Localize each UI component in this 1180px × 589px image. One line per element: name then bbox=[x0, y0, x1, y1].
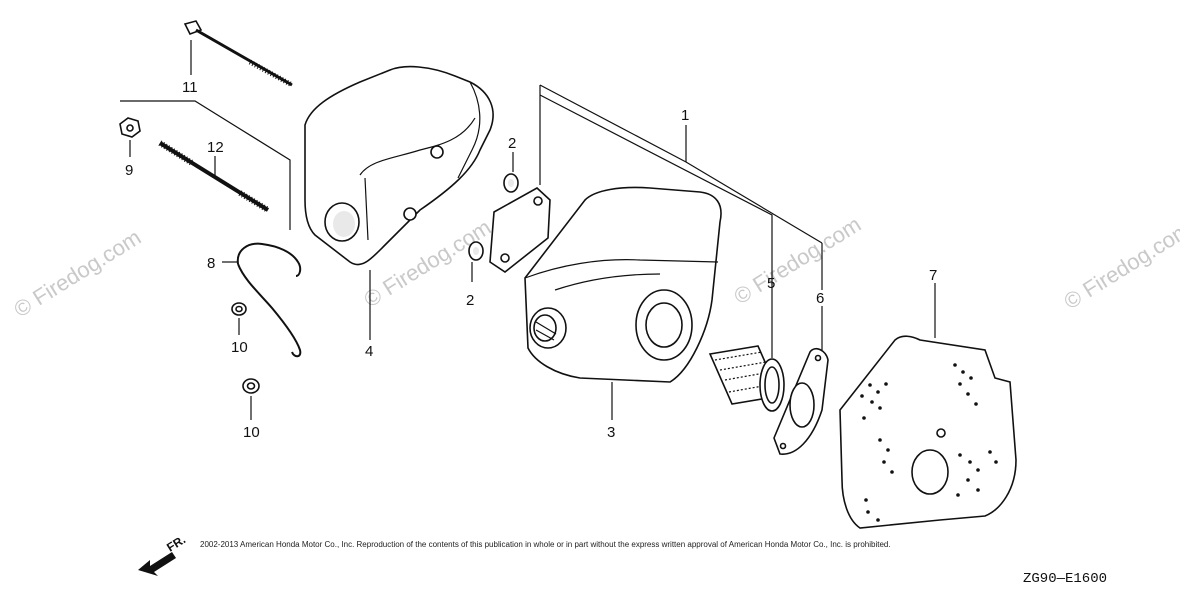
heat-shield-7 bbox=[839, 335, 1017, 529]
heat-shield-perforations bbox=[860, 363, 998, 522]
nut-9 bbox=[119, 117, 141, 138]
watermark-right: © Firedog.com bbox=[1059, 216, 1180, 314]
gasket-6 bbox=[773, 348, 829, 455]
leader-lines bbox=[129, 40, 936, 420]
direction-label: FR. bbox=[164, 532, 188, 554]
callout-12: 12 bbox=[207, 139, 224, 156]
muffler-protector-4 bbox=[304, 65, 494, 266]
front-direction-arrow: FR. bbox=[138, 532, 188, 576]
washer-2a bbox=[503, 173, 519, 193]
spark-arrester-screen-5 bbox=[708, 345, 785, 412]
plate-gasket bbox=[489, 187, 551, 273]
washer-2b bbox=[468, 241, 484, 261]
muffler-3 bbox=[524, 186, 722, 383]
diagram-code: ZG90—E1600 bbox=[1023, 571, 1107, 587]
callout-6: 6 bbox=[816, 290, 824, 307]
callout-2a: 2 bbox=[508, 135, 516, 152]
copyright-notice: 2002-2013 American Honda Motor Co., Inc.… bbox=[200, 540, 891, 549]
callout-10b: 10 bbox=[243, 424, 260, 441]
callout-5: 5 bbox=[767, 275, 775, 292]
leader-group-9-12 bbox=[120, 100, 291, 230]
callout-1: 1 bbox=[681, 107, 689, 124]
spring-clip-8 bbox=[236, 242, 302, 358]
callout-4: 4 bbox=[365, 343, 373, 360]
washer-10b bbox=[242, 378, 260, 394]
callout-10a: 10 bbox=[231, 339, 248, 356]
callout-11: 11 bbox=[182, 79, 198, 96]
watermark-mid-right: © Firedog.com bbox=[729, 211, 865, 309]
stud-12 bbox=[158, 140, 270, 213]
washer-10a bbox=[231, 302, 247, 316]
callout-3: 3 bbox=[607, 424, 615, 441]
callout-8: 8 bbox=[207, 255, 215, 272]
callout-9: 9 bbox=[125, 162, 133, 179]
callout-7: 7 bbox=[929, 267, 937, 284]
watermark-left: © Firedog.com bbox=[9, 224, 145, 322]
bolt-11 bbox=[183, 20, 294, 88]
callout-2b: 2 bbox=[466, 292, 474, 309]
